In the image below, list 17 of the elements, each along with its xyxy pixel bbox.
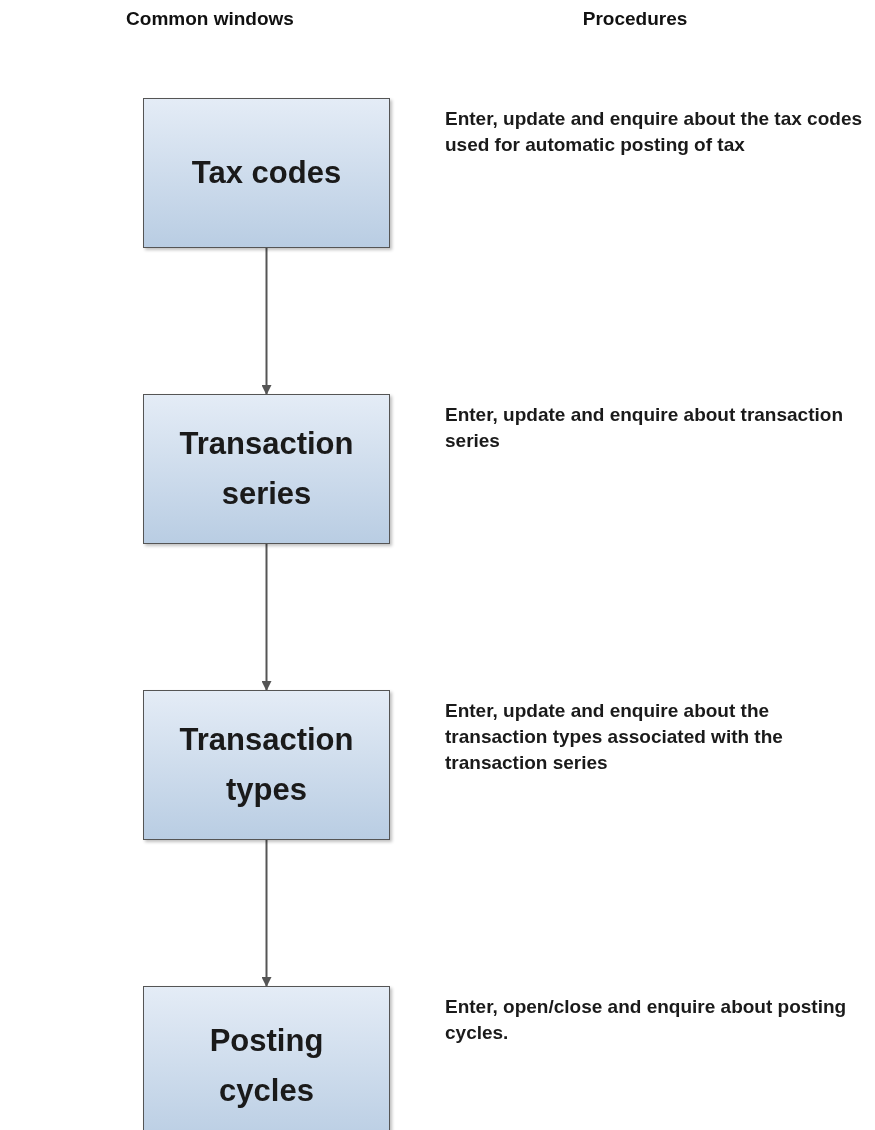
column-heading: Common windows — [125, 8, 295, 30]
procedure-description: Enter, update and enquire about transaction series — [445, 403, 844, 453]
arrow — [261, 247, 272, 395]
process-box — [143, 98, 390, 248]
arrow — [261, 839, 272, 987]
procedure-description: Enter, update and enquire about the transaction types associated with the transaction series — [445, 699, 784, 776]
arrow — [261, 543, 272, 691]
box-label: Posting cycles — [208, 1022, 325, 1110]
procedure-description: Enter, open/close and enquire about posting cycles. — [445, 995, 848, 1045]
column-heading: Procedures — [581, 8, 689, 30]
box-label: Tax codes — [190, 154, 343, 193]
procedure-description: Enter, update and enquire about the tax codes used for automatic posting of tax — [445, 107, 864, 157]
process-box — [143, 394, 390, 544]
box-label: Transaction types — [178, 721, 355, 809]
process-box — [143, 986, 390, 1130]
box-label: Transaction series — [178, 425, 355, 513]
process-box — [143, 690, 390, 840]
